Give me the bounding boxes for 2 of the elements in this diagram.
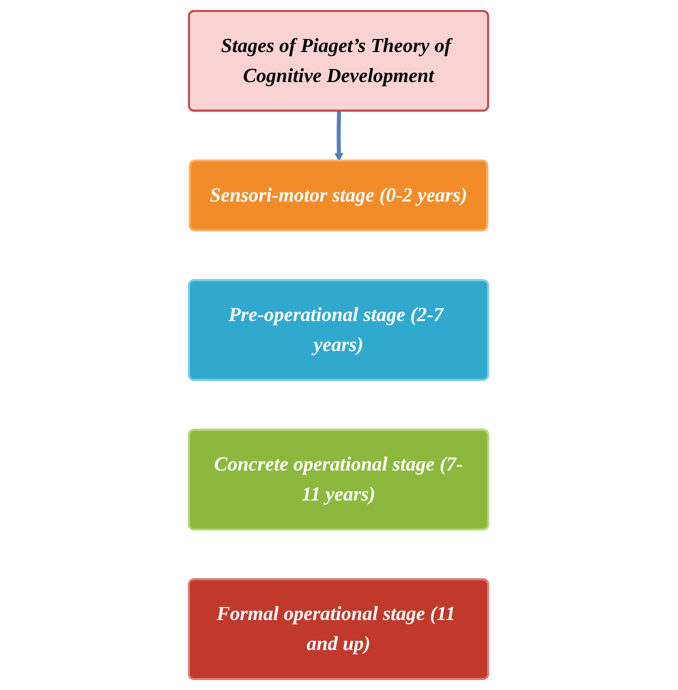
arrow bbox=[334, 111, 344, 162]
flowchart: Stages of Piaget’s Theory of Cognitive Development Sensori-motor stage (0-2 years) Pre-operational stage (2-7 years) Concrete operational stage (7-11 years) Formal operational stage (11 and up) bbox=[181, 3, 497, 687]
